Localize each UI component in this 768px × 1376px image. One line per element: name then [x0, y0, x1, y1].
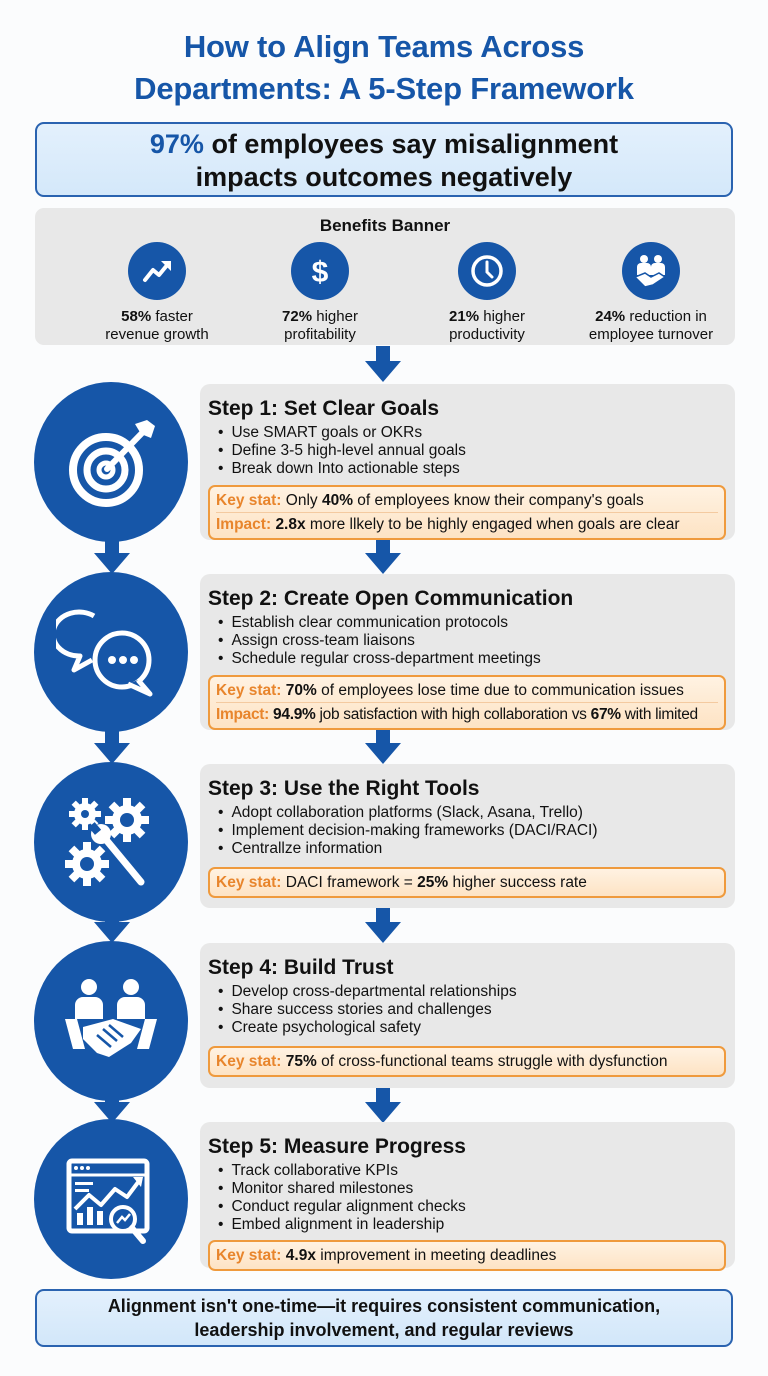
- step-3-icon-circle: [34, 762, 188, 922]
- step-bullets: Establish clear communication protocols …: [218, 614, 735, 668]
- flow-arrow-icon: [365, 538, 401, 574]
- bullet-item: Centrallze information: [218, 840, 735, 858]
- key-stat-box: Key stat: 75% of cross-functional teams …: [208, 1046, 726, 1077]
- key-stat-line: Key stat: 75% of cross-functional teams …: [216, 1053, 668, 1070]
- footer-callout: Alignment isn't one-time—it requires con…: [35, 1289, 733, 1347]
- title-line-2: Departments: A 5-Step Framework: [134, 71, 634, 106]
- step-bullets: Use SMART goals or OKRs Define 3-5 high-…: [218, 424, 735, 478]
- impact-line: Impact: 2.8x more llkely to be highly en…: [216, 512, 718, 536]
- step-title: Step 1: Set Clear Goals: [208, 397, 440, 420]
- chat-bubbles-icon: [56, 609, 153, 697]
- dollar-icon: $: [291, 242, 349, 300]
- headline-stat-line-2: impacts outcomes negatively: [195, 162, 573, 192]
- step-bullets: Track collaborative KPIs Monitor shared …: [218, 1162, 735, 1234]
- key-stat-line: Key stat: DACI framework = 25% higher su…: [216, 874, 587, 891]
- headline-stat-value: 97%: [149, 129, 204, 159]
- step-bullets: Develop cross-departmental relationships…: [218, 983, 735, 1037]
- bullet-item: Establish clear communication protocols: [218, 614, 735, 632]
- key-stat-line: Key stat: Only 40% of employees know the…: [216, 492, 644, 509]
- bullet-item: Embed alignment in leadership: [218, 1216, 735, 1234]
- step-4-icon-circle: [34, 941, 188, 1101]
- step-title: Step 3: Use the Right Tools: [208, 777, 480, 800]
- flow-arrow-icon: [365, 1087, 401, 1123]
- team-handshake-icon: [622, 242, 680, 300]
- footer-line-2: leadership involvement, and regular revi…: [194, 1320, 574, 1340]
- flow-arrow-icon: [365, 728, 401, 764]
- step-2-icon-circle: [34, 572, 188, 732]
- step-5-card: Step 5: Measure Progress Track collabora…: [200, 1122, 735, 1271]
- footer-line-1: Alignment isn't one-time—it requires con…: [107, 1296, 661, 1316]
- step-4-card: Step 4: Build Trust Develop cross-depart…: [200, 943, 735, 1088]
- handshake-icon: [65, 979, 157, 1057]
- page-title: How to Align Teams Across Departments: A…: [0, 26, 768, 110]
- clock-icon: [458, 242, 516, 300]
- headline-stat-box: 97% of employees say misalignment impact…: [35, 122, 733, 197]
- step-title: Step 2: Create Open Communication: [208, 587, 574, 610]
- key-stat-line: Key stat: 70% of employees lose time due…: [216, 682, 684, 699]
- headline-stat-text: of employees say misalignment: [203, 129, 619, 159]
- key-stat-box: Key stat: DACI framework = 25% higher su…: [208, 867, 726, 898]
- bullet-item: Break down Into actionable steps: [218, 460, 735, 478]
- gears-wrench-icon: [65, 798, 149, 888]
- trend-up-icon: [128, 242, 186, 300]
- step-3-card: Step 3: Use the Right Tools Adopt collab…: [200, 764, 735, 908]
- bullet-item: Adopt collaboration platforms (Slack, As…: [218, 804, 735, 822]
- benefits-title: Benefits Banner: [319, 216, 451, 235]
- bullet-item: Define 3-5 high-level annual goals: [218, 442, 735, 460]
- flow-arrow-icon: [94, 538, 130, 574]
- key-stat-box: Key stat: 70% of employees lose time due…: [208, 675, 726, 730]
- step-2-card: Step 2: Create Open Communication Establ…: [200, 574, 735, 730]
- bullet-item: Schedule regular cross-department meetin…: [218, 650, 735, 668]
- impact-line: Impact: 94.9% job satisfaction with high…: [216, 702, 718, 726]
- title-line-1: How to Align Teams Across: [183, 29, 585, 64]
- bullet-item: Share success stories and challenges: [218, 1001, 735, 1019]
- key-stat-line: Key stat: 4.9x improvement in meeting de…: [216, 1247, 557, 1264]
- bullet-item: Assign cross-team liaisons: [218, 632, 735, 650]
- bullet-item: Track collaborative KPIs: [218, 1162, 735, 1180]
- step-title: Step 4: Build Trust: [208, 956, 394, 979]
- bullet-item: Use SMART goals or OKRs: [218, 424, 735, 442]
- key-stat-box: Key stat: Only 40% of employees know the…: [208, 485, 726, 540]
- bullet-item: Conduct regular alignment checks: [218, 1198, 735, 1216]
- step-title: Step 5: Measure Progress: [208, 1135, 466, 1158]
- step-1-icon-circle: [34, 382, 188, 542]
- flow-arrow-icon: [94, 728, 130, 764]
- bullet-item: Develop cross-departmental relationships: [218, 983, 735, 1001]
- svg-text:$: $: [312, 256, 329, 288]
- bullet-item: Create psychological safety: [218, 1019, 735, 1037]
- step-1-card: Step 1: Set Clear Goals Use SMART goals …: [200, 384, 735, 540]
- flow-arrow-icon: [365, 346, 401, 382]
- analytics-dashboard-icon: [66, 1158, 150, 1244]
- bullet-item: Implement decision-making frameworks (DA…: [218, 822, 735, 840]
- bullet-item: Monitor shared milestones: [218, 1180, 735, 1198]
- key-stat-box: Key stat: 4.9x improvement in meeting de…: [208, 1240, 726, 1271]
- flow-arrow-icon: [365, 907, 401, 943]
- step-5-icon-circle: [34, 1119, 188, 1279]
- headline-stat-line-1: 97% of employees say misalignment: [37, 128, 731, 161]
- target-icon: [69, 420, 155, 507]
- step-bullets: Adopt collaboration platforms (Slack, As…: [218, 804, 735, 858]
